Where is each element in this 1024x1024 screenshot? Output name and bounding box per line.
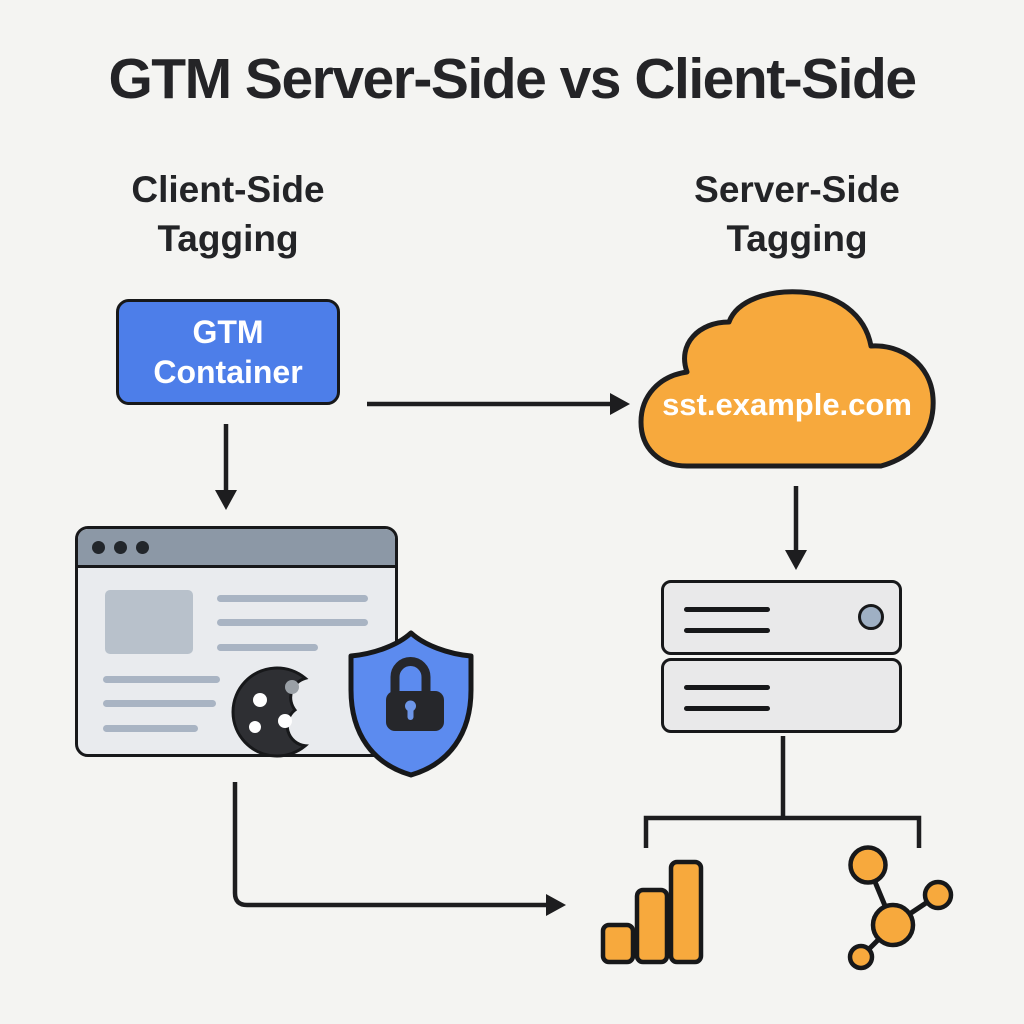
page-title: GTM Server-Side vs Client-Side [108,47,917,111]
text-line [103,676,220,683]
gtm-container-label: GTM Container [153,314,303,390]
window-dot-icon [136,540,149,554]
arrowhead-down [785,550,807,570]
arrowhead-right [610,393,630,415]
client-side-heading: Client-Side Tagging [131,169,325,259]
text-line [103,700,216,707]
lock-icon [386,657,444,731]
page-image-placeholder [105,590,193,654]
arrowhead-right [546,894,566,916]
text-line [217,619,368,626]
text-line [217,644,318,651]
server-led-icon [858,604,884,630]
window-dot-icon [92,540,105,554]
browser-titlebar [78,529,395,568]
privacy-shield-lock-icon [348,630,474,778]
arrowhead-down [215,490,237,510]
server-stack-icon [661,658,902,733]
cookie-icon [231,666,310,758]
text-line [217,595,368,602]
server-side-heading: Server-Side Tagging [694,169,900,259]
gtm-container-node: GTM Container [116,299,340,405]
arrow-browser-to-analytics [232,782,547,908]
window-dot-icon [114,540,127,554]
server-stack-icon [661,580,902,655]
text-line [103,725,198,732]
cloud-domain-label: sst.example.com [662,387,912,422]
analytics-bar-chart-icon [600,859,704,965]
cloud-icon [638,289,936,469]
data-network-icon [847,845,954,971]
server-branch-line [643,736,922,848]
